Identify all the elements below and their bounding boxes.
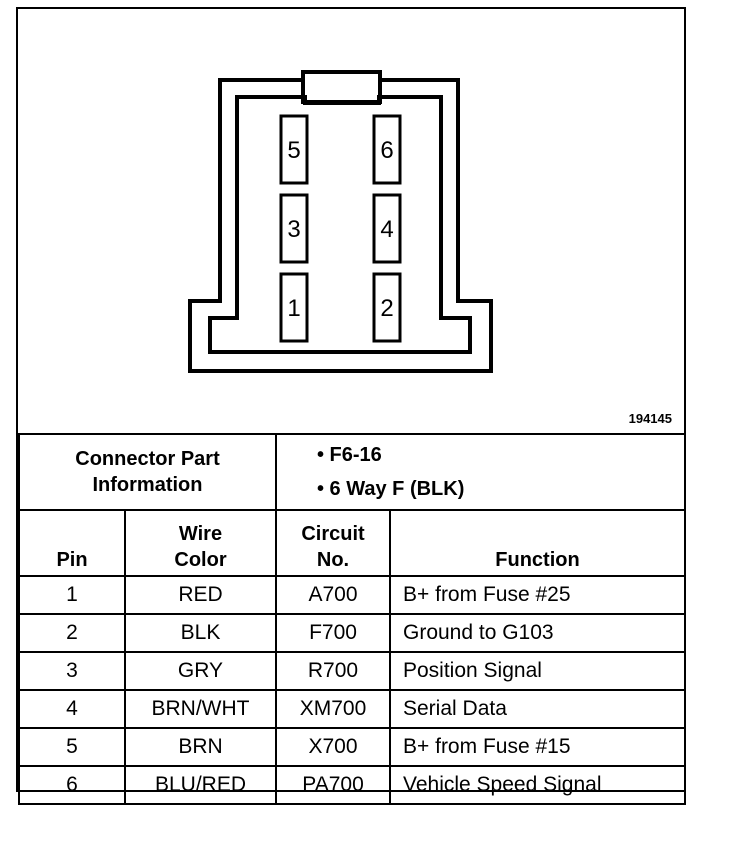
pin-label-5: 5: [287, 137, 300, 164]
pin-cell: 4: [18, 689, 126, 729]
table-row: 5 BRN X700 B+ from Fuse #15: [18, 727, 686, 767]
pin-label-3: 3: [287, 216, 300, 243]
header-wire-color: Wire Color: [124, 509, 277, 577]
header-circuit-line2: No.: [316, 549, 350, 571]
function-cell: Position Signal: [389, 651, 686, 691]
table-row: 1 RED A700 B+ from Fuse #25: [18, 575, 686, 615]
table-row: 4 BRN/WHT XM700 Serial Data: [18, 689, 686, 729]
connector-figure-frame: 5 6 3 4 1 2 194145 Connector Part Inform…: [16, 7, 686, 805]
header-function: Function: [389, 509, 686, 577]
part-info-label-line2: Information: [92, 474, 203, 496]
wire-color-cell: RED: [124, 575, 277, 615]
connector-housing-inner: [208, 95, 472, 354]
pin-cell: 1: [18, 575, 126, 615]
terminal-cavity-2: [372, 272, 402, 343]
table-row: 6 BLU/RED PA700 Vehicle Speed Signal: [18, 765, 686, 805]
terminal-cavity-3: [279, 193, 309, 264]
pin-cell: 2: [18, 613, 126, 653]
wire-color-cell: BLU/RED: [124, 765, 277, 805]
wire-color-cell: BLK: [124, 613, 277, 653]
figure-id-label: 194145: [628, 411, 672, 426]
table-row: 3 GRY R700 Position Signal: [18, 651, 686, 691]
table-header-row: Pin Wire Color Circuit No. Function: [18, 509, 686, 577]
header-circuit-line1: Circuit: [301, 523, 365, 545]
terminal-cavity-5: [279, 114, 309, 185]
circuit-cell: F700: [275, 613, 391, 653]
terminal-cavity-1: [279, 272, 309, 343]
connector-diagram: 5 6 3 4 1 2 194145: [18, 9, 684, 433]
circuit-cell: X700: [275, 727, 391, 767]
circuit-cell: A700: [275, 575, 391, 615]
function-cell: Vehicle Speed Signal: [389, 765, 686, 805]
pin-label-4: 4: [380, 216, 393, 243]
function-cell: Ground to G103: [389, 613, 686, 653]
function-cell: Serial Data: [389, 689, 686, 729]
header-wire-line1: Wire: [178, 523, 223, 545]
pin-cell: 5: [18, 727, 126, 767]
header-circuit-no: Circuit No.: [275, 509, 391, 577]
pin-label-6: 6: [380, 137, 393, 164]
part-info-row: Connector Part Information • F6-16 • 6 W…: [18, 433, 686, 511]
connector-face-drawing: 5 6 3 4 1 2: [188, 70, 493, 373]
header-function-text: Function: [495, 549, 580, 571]
terminal-cavity-6: [372, 114, 402, 185]
table-row: 2 BLK F700 Ground to G103: [18, 613, 686, 653]
connector-type-value: • 6 Way F (BLK): [317, 478, 465, 500]
wire-color-cell: BRN/WHT: [124, 689, 277, 729]
wire-color-cell: BRN: [124, 727, 277, 767]
header-wire-line2: Color: [174, 549, 227, 571]
pin-label-1: 1: [287, 295, 300, 322]
part-info-values: • F6-16 • 6 Way F (BLK): [275, 433, 686, 511]
circuit-cell: PA700: [275, 765, 391, 805]
header-pin-text: Pin: [56, 549, 88, 571]
connector-info-table: Connector Part Information • F6-16 • 6 W…: [18, 433, 686, 805]
header-pin: Pin: [18, 509, 126, 577]
part-info-label: Connector Part Information: [18, 433, 277, 511]
connector-lock-tab: [301, 70, 382, 104]
pin-cell: 3: [18, 651, 126, 691]
pin-cell: 6: [18, 765, 126, 805]
pin-label-2: 2: [380, 295, 393, 322]
part-number-value: • F6-16: [317, 444, 382, 466]
terminal-cavity-4: [372, 193, 402, 264]
wire-color-cell: GRY: [124, 651, 277, 691]
circuit-cell: R700: [275, 651, 391, 691]
part-info-label-line1: Connector Part: [75, 448, 220, 470]
circuit-cell: XM700: [275, 689, 391, 729]
function-cell: B+ from Fuse #15: [389, 727, 686, 767]
function-cell: B+ from Fuse #25: [389, 575, 686, 615]
